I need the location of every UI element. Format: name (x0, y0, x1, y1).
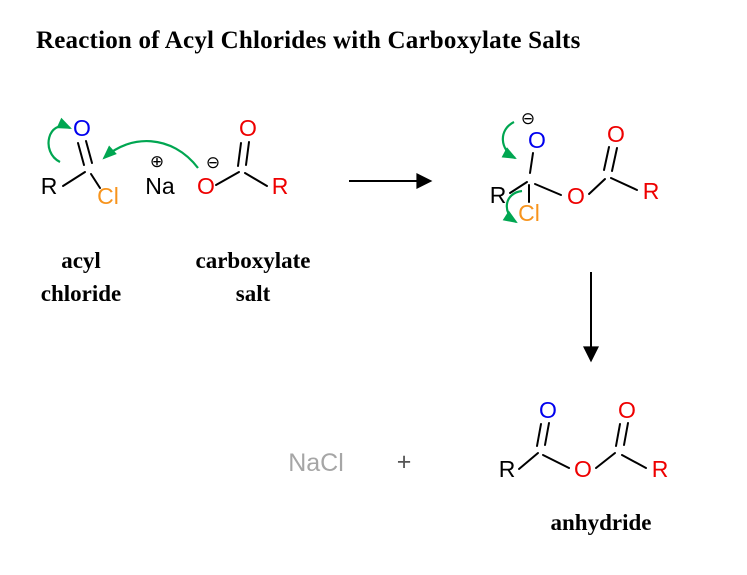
single-bond-line (529, 152, 534, 174)
atom-r-group: R (643, 178, 660, 204)
single-bond-line (90, 173, 101, 189)
single-bond-line (542, 454, 570, 469)
mechanism-arrow-chloride-leaving-icon (502, 189, 523, 224)
double-bond-line (85, 140, 93, 164)
mechanism-arrow-reform-carbonyl-icon (501, 121, 517, 160)
atom-oxygen-carbonyl: O (239, 115, 257, 141)
atom-oxygen-anion: O (197, 173, 215, 199)
label-acyl-chloride-line2: chloride (40, 281, 122, 306)
label-carboxylate-line1: carboxylate (195, 248, 311, 273)
double-bond-line (245, 141, 250, 166)
single-bond-line (534, 183, 562, 196)
single-bond-line (595, 452, 616, 469)
atom-oxygen-bridge: O (567, 183, 585, 209)
label-acyl-chloride: acyl chloride (20, 244, 142, 310)
double-bond-line (623, 422, 629, 446)
atom-chlorine: Cl (97, 183, 119, 209)
atom-oxygen-alkoxide: O (528, 127, 546, 153)
label-carboxylate-line2: salt (235, 281, 271, 306)
single-bond-line (215, 171, 240, 186)
single-bond-line (610, 177, 638, 191)
single-bond-line (621, 454, 647, 469)
single-bond-line (588, 178, 606, 195)
double-bond-line (536, 423, 542, 447)
single-bond-line (62, 171, 86, 187)
atom-oxygen-carbonyl: O (539, 397, 557, 423)
acyl-chloride-structure: O R Cl (41, 115, 119, 209)
single-bond-line (518, 452, 539, 470)
mechanism-arrow-carbonyl-icon (47, 117, 72, 163)
atom-oxygen-bridge: O (574, 456, 592, 482)
label-anhydride: anhydride (539, 506, 663, 539)
atom-r-group: R (490, 182, 507, 208)
label-anhydride-text: anhydride (550, 510, 652, 535)
double-bond-line (544, 422, 550, 446)
label-acyl-chloride-line1: acyl (61, 248, 101, 273)
double-bond-line (611, 147, 618, 172)
double-bond-line (603, 146, 610, 171)
atom-r-group: R (41, 173, 58, 199)
atom-oxygen: O (73, 115, 91, 141)
byproduct-nacl: NaCl (288, 449, 344, 477)
mechanism-arrow-attack-icon (102, 139, 199, 169)
plus-charge-icon: ⊕ (150, 152, 164, 172)
atom-chlorine: Cl (518, 200, 540, 226)
tetrahedral-intermediate-structure: ⊖ O R Cl O O R (490, 109, 660, 226)
double-bond-line (77, 142, 85, 166)
atom-sodium: Na (145, 173, 175, 199)
atom-oxygen-carbonyl: O (618, 397, 636, 423)
double-bond-line (615, 423, 621, 447)
anhydride-structure: R O O O R (499, 397, 669, 482)
atom-r-group: R (499, 456, 516, 482)
atom-r-group: R (272, 173, 289, 199)
double-bond-line (237, 142, 242, 167)
minus-charge-icon: ⊖ (521, 109, 535, 129)
minus-charge-icon: ⊖ (206, 153, 220, 173)
single-bond-line (509, 181, 528, 194)
label-carboxylate-salt: carboxylate salt (180, 244, 326, 310)
carboxylate-salt-structure: ⊕ Na ⊖ O O R (145, 115, 288, 199)
atom-oxygen-carbonyl: O (607, 121, 625, 147)
plus-sign: + (397, 448, 412, 476)
atom-r-group: R (652, 456, 669, 482)
single-bond-line (244, 172, 268, 187)
page-title: Reaction of Acyl Chlorides with Carboxyl… (36, 27, 581, 54)
